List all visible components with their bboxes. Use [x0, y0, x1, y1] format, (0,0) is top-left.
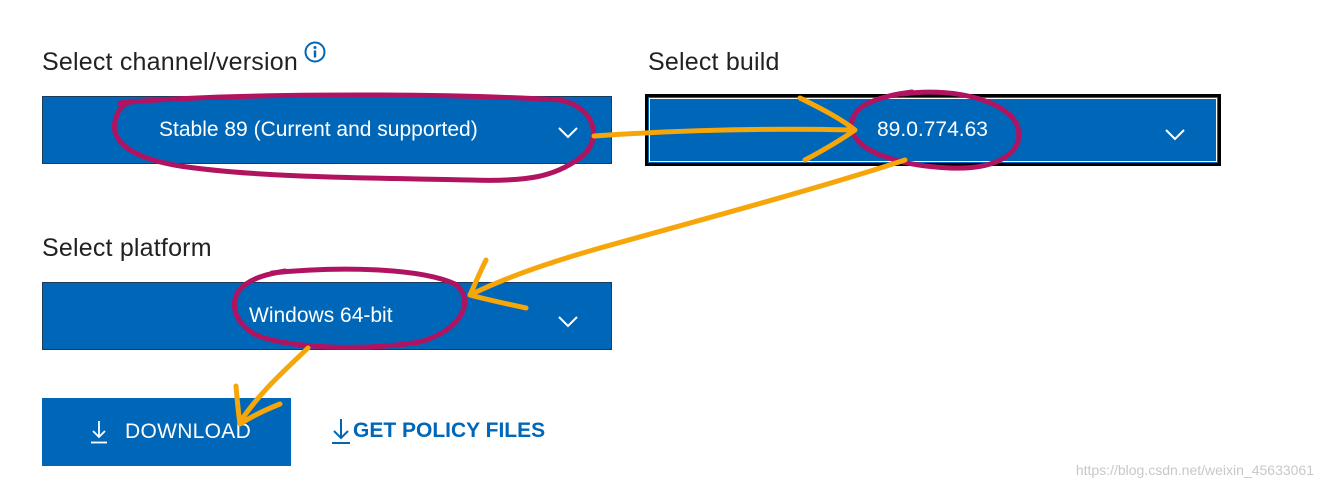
channel-select[interactable]: Stable 89 (Current and supported)	[42, 96, 612, 164]
build-label: Select build	[648, 48, 780, 76]
chevron-down-icon	[558, 127, 578, 139]
chevron-down-icon	[1165, 129, 1185, 141]
annotation-arrow-build-to-platform	[467, 157, 908, 298]
download-button-label: DOWNLOAD	[125, 420, 252, 443]
download-arrow-icon	[332, 419, 350, 444]
info-icon[interactable]	[304, 41, 326, 63]
download-button[interactable]: DOWNLOAD	[42, 398, 291, 466]
get-policy-files-label: GET POLICY FILES	[353, 419, 546, 442]
platform-select-value: Windows 64-bit	[249, 304, 393, 327]
channel-select-value: Stable 89 (Current and supported)	[159, 118, 478, 141]
download-arrow-icon	[91, 421, 107, 444]
chevron-down-icon	[558, 316, 578, 328]
build-select[interactable]: 89.0.774.63	[645, 94, 1221, 166]
channel-label: Select channel/version	[42, 48, 298, 76]
get-policy-files-link[interactable]: GET POLICY FILES	[331, 414, 545, 448]
build-select-value: 89.0.774.63	[877, 118, 988, 141]
platform-select[interactable]: Windows 64-bit	[42, 282, 612, 350]
platform-label: Select platform	[42, 234, 212, 262]
watermark: https://blog.csdn.net/weixin_45633061	[1075, 462, 1314, 478]
